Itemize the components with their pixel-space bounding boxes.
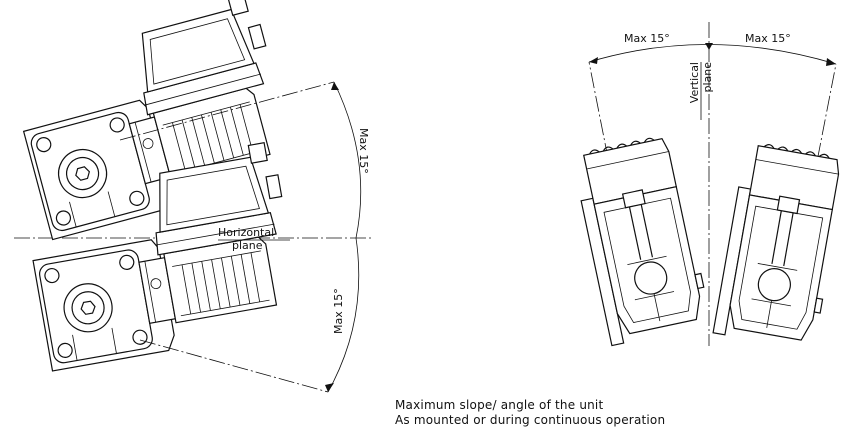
max-angle-label-lower: Max 15° (332, 288, 345, 334)
side-view-drawing: Horizontal plane Max 15° Max 15° (3, 0, 372, 393)
max-angle-label-right-right: Max 15° (745, 32, 791, 45)
front-unit-right (712, 140, 843, 352)
caption-line-2: As mounted or during continuous operatio… (395, 413, 666, 427)
diagram-caption: Maximum slope/ angle of the unit As moun… (395, 398, 665, 428)
arrow-head-center (705, 43, 713, 50)
front-view-drawing: Max 15° Max 15° Vertical plane (570, 22, 843, 352)
max-angle-label-right-left: Max 15° (624, 32, 670, 45)
slope-line-lower (139, 339, 329, 393)
slope-line-upper (119, 81, 335, 141)
front-unit-left (570, 133, 713, 347)
arrow-head-lower (325, 383, 334, 392)
arrow-head-right (826, 58, 836, 66)
horizontal-plane-label-line2: plane (232, 239, 263, 252)
arrow-head-left (589, 57, 598, 64)
max-angle-label-upper: Max 15° (357, 128, 370, 174)
vertical-plane-label-line1: Vertical (688, 62, 701, 103)
vertical-plane-label-line2: plane (701, 62, 714, 93)
arrow-head-upper (331, 82, 339, 90)
caption-line-1: Maximum slope/ angle of the unit (395, 398, 604, 412)
angle-arc-lower (327, 237, 360, 393)
angle-arc-upper (333, 81, 362, 239)
angle-arc-top (588, 44, 837, 65)
horizontal-plane-label-line1: Horizontal (218, 226, 274, 239)
